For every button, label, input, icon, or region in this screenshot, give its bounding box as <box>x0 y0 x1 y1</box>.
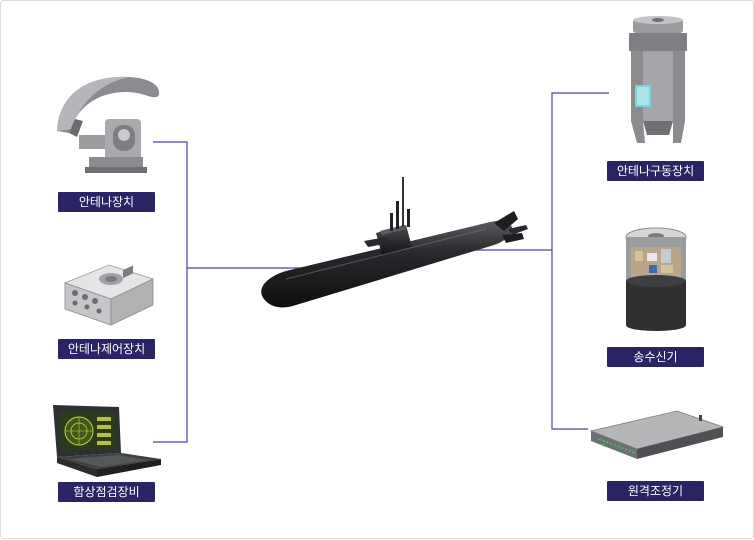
label-remote-controller: 원격조정기 <box>607 481 704 501</box>
remote-controller-image <box>589 410 725 459</box>
label-antenna-unit: 안테나장치 <box>58 192 155 212</box>
label-transceiver: 송수신기 <box>607 347 704 367</box>
connector-right-bracket <box>551 92 609 430</box>
antenna-unit-image <box>57 76 160 173</box>
label-antenna-control-unit: 안테나제어장치 <box>58 339 155 359</box>
transceiver-image <box>625 227 687 331</box>
label-antenna-drive-unit: 안테나구동장치 <box>607 161 704 181</box>
submarine-image <box>261 177 528 308</box>
connector-antenna <box>153 141 188 443</box>
antenna-drive-unit-image <box>629 16 687 143</box>
antenna-control-unit-image <box>63 264 155 326</box>
shipboard-test-equipment-image <box>53 405 161 477</box>
label-shipboard-test-equipment: 함상점검장비 <box>58 482 155 502</box>
